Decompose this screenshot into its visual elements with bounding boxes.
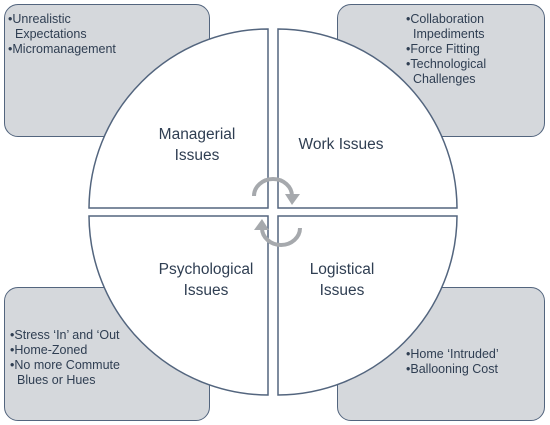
list-work: Collaboration Impediments Force Fitting … [406,12,544,87]
quadrant-psychological [88,215,269,396]
list-item: Collaboration Impediments [406,12,544,42]
label-managerial: Managerial Issues [158,126,236,164]
cycle-arrows-icon [252,177,302,247]
list-item: Technological Challenges [406,57,544,87]
list-item: Home ‘Intruded’ [406,347,542,362]
label-psychological: Psychological Issues [158,261,254,299]
list-item: Stress ‘In’ and ‘Out [10,328,134,343]
list-managerial: Unrealistic Expectations Micromanagement [8,12,120,57]
label-logistical: Logistical Issues [309,261,375,299]
list-item: Force Fitting [406,42,544,57]
list-logistical: Home ‘Intruded’ Ballooning Cost [406,347,542,377]
quadrant-logistical [277,215,458,396]
list-item: Unrealistic Expectations [8,12,120,42]
quadrant-managerial [88,28,269,209]
label-work: Work Issues [298,136,384,153]
list-item: Micromanagement [8,42,120,57]
list-item: No more Commute Blues or Hues [10,358,134,388]
quadrant-work [277,28,458,209]
list-psychological: Stress ‘In’ and ‘Out Home-Zoned No more … [10,328,134,388]
list-item: Home-Zoned [10,343,134,358]
list-item: Ballooning Cost [406,362,542,377]
